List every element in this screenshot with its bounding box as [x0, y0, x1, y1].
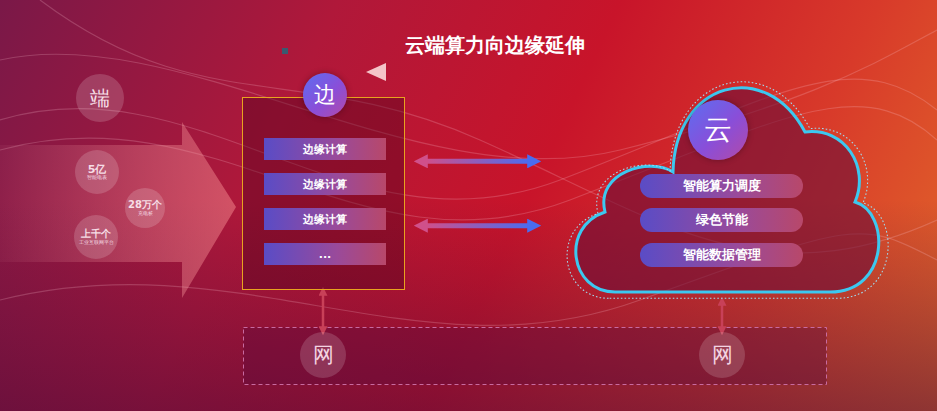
- label-text: 28万个: [128, 200, 162, 211]
- network-circle: 网: [300, 332, 346, 378]
- network-band: [244, 328, 827, 385]
- label-text: 端: [90, 88, 110, 109]
- terminal-circle: 上千个工业互联网平台: [74, 215, 118, 259]
- label-text: 5亿: [88, 164, 107, 176]
- item-bar: 智能数据管理: [640, 243, 803, 267]
- label-text: 边缘计算: [303, 142, 347, 157]
- label-text: 工业互联网平台: [79, 240, 114, 245]
- big-arrow: [0, 122, 236, 298]
- label-text: 智能电表: [87, 175, 107, 180]
- label-text: 边缘计算: [303, 177, 347, 192]
- item-bar: ...: [264, 243, 386, 265]
- label-text: 充电桩: [138, 211, 153, 216]
- item-bar: 智能算力调度: [640, 174, 803, 198]
- item-bar: 绿色节能: [640, 208, 803, 232]
- label-text: 边: [303, 73, 347, 117]
- network-circle: 网: [699, 332, 745, 378]
- item-bar: 边缘计算: [264, 138, 386, 160]
- label-text: ...: [319, 248, 332, 261]
- label-text: 智能算力调度: [683, 177, 761, 195]
- item-bar: 边缘计算: [264, 208, 386, 230]
- label-text: 网: [712, 341, 733, 369]
- double-arrow: [721, 304, 724, 328]
- terminal-circle: 28万个充电桩: [125, 188, 165, 228]
- label-text: 边缘计算: [303, 212, 347, 227]
- double-arrow: [322, 294, 325, 328]
- label-text: 智能数据管理: [683, 246, 761, 264]
- title: 云端算力向边缘延伸: [405, 32, 585, 59]
- double-arrow: [425, 159, 530, 164]
- terminal-circle: 端: [76, 74, 124, 122]
- label-text: 网: [313, 341, 334, 369]
- title-arrow: [382, 68, 632, 76]
- item-bar: 边缘计算: [264, 173, 386, 195]
- label-text: 上千个: [81, 229, 111, 240]
- terminal-circle: 5亿智能电表: [75, 150, 119, 194]
- double-arrow: [425, 223, 530, 228]
- label-text: 绿色节能: [696, 211, 748, 229]
- edge-box: 边边缘计算边缘计算边缘计算...: [242, 97, 405, 290]
- marker-square: [282, 48, 288, 54]
- cloud-shape: 云智能算力调度绿色节能智能数据管理: [555, 62, 885, 300]
- title-arrowhead: [366, 63, 386, 81]
- label-text: 云: [688, 100, 748, 160]
